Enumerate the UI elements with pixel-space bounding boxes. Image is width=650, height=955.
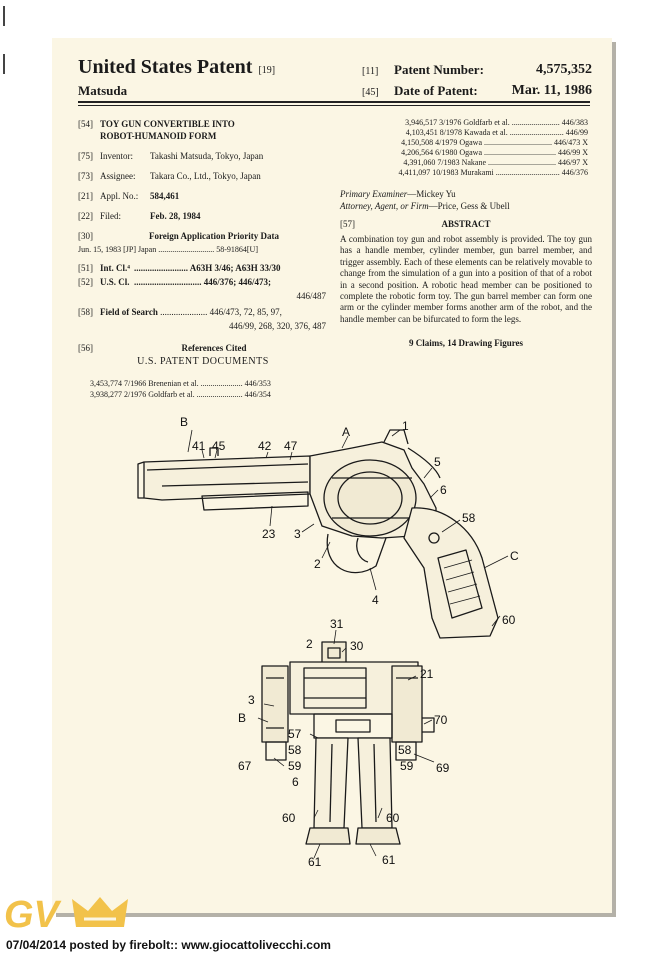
fig-label: 57 <box>288 727 302 741</box>
fig-label: 3 <box>248 693 255 707</box>
fig-label: 60 <box>282 811 296 825</box>
fig-label: 70 <box>434 713 448 727</box>
fig-label: 59 <box>288 759 302 773</box>
fig-label: 3 <box>294 527 301 541</box>
fig-label: 59 <box>400 759 414 773</box>
fig-label: 42 <box>258 439 272 453</box>
search-continuation: 446/99, 268, 320, 376, 487 <box>228 321 326 331</box>
inventor-short: Matsuda <box>78 83 128 98</box>
us-cl-continuation: 446/487 <box>296 291 326 301</box>
fig-label: 21 <box>420 667 434 681</box>
fig-label: A <box>342 425 350 439</box>
patent-drawing: B 41 45 42 47 A 1 5 6 58 23 3 2 4 C 60 3… <box>137 415 519 869</box>
abstract-column: 3,946,517 3/1976 Goldfarb et al. .......… <box>340 118 592 349</box>
logo-text: GV <box>4 894 62 933</box>
inventor-field: [75] Inventor:Takashi Matsuda, Tokyo, Ja… <box>78 151 264 161</box>
fig-label: 60 <box>502 613 516 627</box>
reference-row: 3,946,517 3/1976 Goldfarb et al. .......… <box>405 118 588 127</box>
fig-label: 61 <box>382 853 396 867</box>
fig-label: 6 <box>440 483 447 497</box>
bibliographic-column: [54] TOY GUN CONVERTIBLE INTO ROBOT-HUMA… <box>78 118 328 400</box>
fig-label: 31 <box>330 617 344 631</box>
reference-row: 4,206,564 6/1980 Ogawa .................… <box>401 148 588 157</box>
priority-row: Jun. 15, 1983 [JP] Japan ...............… <box>78 245 258 254</box>
abstract-heading: [57]ABSTRACT <box>340 219 491 229</box>
edge-mark-top <box>3 6 5 26</box>
fig-label: 47 <box>284 439 298 453</box>
filed-field: [22] Filed:Feb. 28, 1984 <box>78 211 201 221</box>
abstract-text: A combination toy gun and robot assembly… <box>340 234 592 324</box>
appl-field: [21] Appl. No.:584,461 <box>78 191 180 201</box>
reference-row: 3,453,774 7/1966 Brenenian et al. ......… <box>90 379 271 388</box>
int-cl-row: [51] Int. Cl.⁴........................ A… <box>78 263 281 273</box>
fig-label: B <box>180 415 188 429</box>
giocattolivecchi-logo: GV <box>4 894 128 933</box>
fig-label: 5 <box>434 455 441 469</box>
fig-label: 60 <box>386 811 400 825</box>
fig-label: 2 <box>306 637 313 651</box>
fig-label: 6 <box>292 775 299 789</box>
header-rule-thick <box>78 101 590 103</box>
fig-label: 61 <box>308 855 322 869</box>
patent-title: United States Patent[19] <box>78 56 276 78</box>
robot-figure <box>257 629 435 859</box>
references-head: [56] References Cited <box>78 343 247 353</box>
footer-credit: 07/04/2014 posted by firebolt:: www.gioc… <box>6 938 331 952</box>
fig-label: 69 <box>436 761 450 775</box>
priority-field: [30] Foreign Application Priority Data <box>78 231 280 241</box>
us-cl-row: [52] U.S. Cl............................… <box>78 277 271 287</box>
fig-label: 58 <box>288 743 302 757</box>
gun-figure <box>137 429 509 639</box>
fig-label: 58 <box>462 511 476 525</box>
fig-label: C <box>510 549 519 563</box>
fig-label: 30 <box>350 639 364 653</box>
patent-number: 4,575,352 <box>536 62 592 77</box>
header-rule-thin <box>78 105 590 106</box>
edge-mark-bottom <box>3 54 5 74</box>
reference-row: 4,103,451 8/1978 Kawada et al. .........… <box>405 128 588 137</box>
fig-label: 1 <box>402 419 409 433</box>
assignee-field: [73] Assignee:Takara Co., Ltd., Tokyo, J… <box>78 171 261 181</box>
fig-label: 23 <box>262 527 276 541</box>
fig-label: 41 <box>192 439 206 453</box>
fig-label: 45 <box>212 439 226 453</box>
reference-row: 4,411,097 10/1983 Murakami .............… <box>398 168 588 177</box>
reference-row: 3,938,277 2/1976 Goldfarb et al. .......… <box>90 390 271 399</box>
crown-icon <box>72 897 128 927</box>
reference-row: 4,391,060 7/1983 Nakane ................… <box>403 158 588 167</box>
patent-number-row: [11]Patent Number: 4,575,352 <box>362 62 592 77</box>
primary-examiner: Primary Examiner—Mickey Yu <box>340 189 456 199</box>
field-of-search-row: [58] Field of Search ...................… <box>78 307 282 317</box>
claims-count: 9 Claims, 14 Drawing Figures <box>408 338 524 349</box>
fig-label: 4 <box>372 593 379 607</box>
fig-label: B <box>238 711 246 725</box>
reference-row: 4,150,508 4/1979 Ogawa .................… <box>401 138 588 147</box>
fig-label: 58 <box>398 743 412 757</box>
fig-label: 67 <box>238 759 252 773</box>
date-row: [45]Date of Patent: Mar. 11, 1986 <box>362 83 592 98</box>
fig-label: 2 <box>314 557 321 571</box>
title-field: [54] TOY GUN CONVERTIBLE INTO ROBOT-HUMA… <box>78 119 235 141</box>
references-subhead: U.S. PATENT DOCUMENTS <box>137 356 269 367</box>
patent-date: Mar. 11, 1986 <box>511 83 592 98</box>
patent-page: United States Patent[19] Matsuda [11]Pat… <box>52 38 612 913</box>
attorney: Attorney, Agent, or Firm—Price, Gess & U… <box>340 201 510 211</box>
